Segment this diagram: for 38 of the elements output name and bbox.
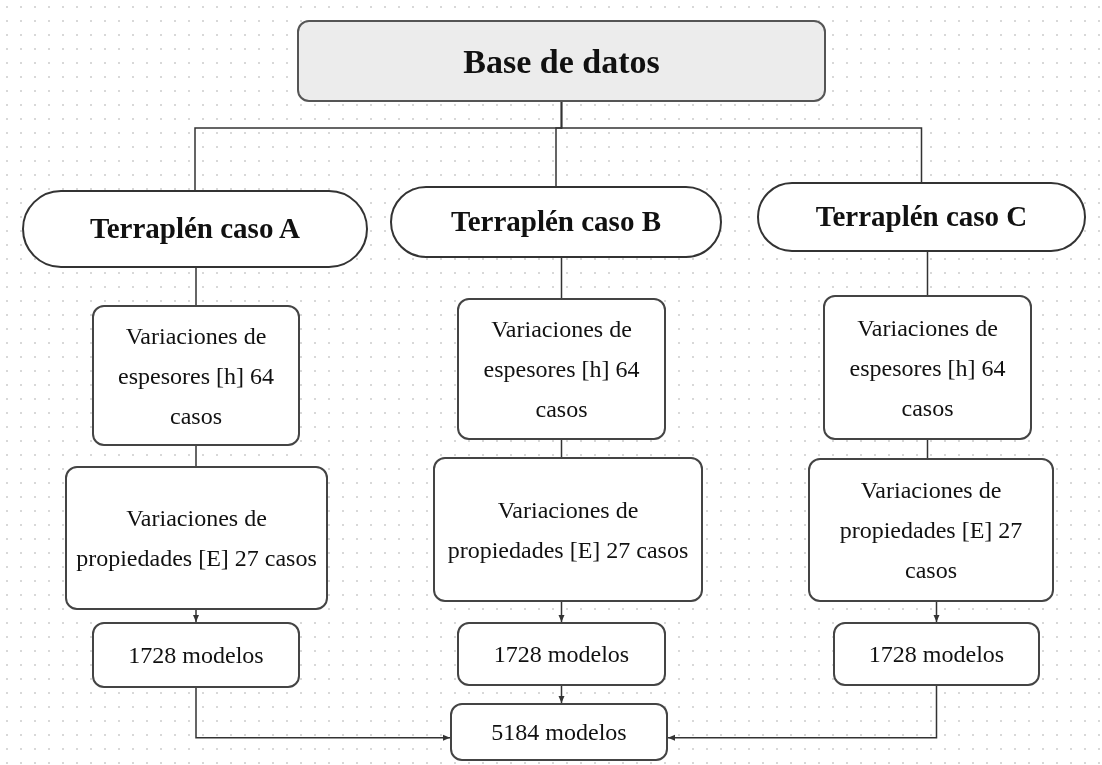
case-pill: [757, 182, 1086, 252]
node-text: Terraplén caso A: [90, 211, 300, 247]
process-box: [833, 622, 1040, 686]
node-text: Variaciones de propiedades [E] 27 casos: [838, 476, 1024, 585]
arrow: [558, 685, 565, 704]
node-text: Variaciones de espesores [h] 64 casos: [848, 313, 1007, 423]
case-pill: [390, 186, 722, 258]
process-box: [65, 466, 328, 610]
process-box: [433, 457, 703, 602]
node-text: Variaciones de espesores [h] 64 casos: [117, 321, 275, 431]
process-box: [823, 295, 1032, 440]
process-box: [457, 622, 666, 686]
arrow: [933, 601, 940, 623]
process-box: [808, 458, 1054, 602]
connector-line: [195, 267, 197, 306]
process-box: [450, 703, 668, 761]
connector-line: [560, 257, 563, 299]
process-box: [457, 298, 666, 440]
node-text: 1728 modelos: [128, 641, 264, 670]
arrow: [667, 685, 938, 741]
connector-line: [195, 445, 197, 467]
connector-line: [926, 251, 929, 296]
node-text: Base de datos: [463, 41, 660, 82]
node-text: Terraplén caso C: [815, 199, 1028, 235]
node-text: 1728 modelos: [493, 640, 630, 669]
connector-line: [560, 101, 923, 183]
node-text: 1728 modelos: [868, 640, 1005, 669]
node-text: Variaciones de espesores [h] 64 casos: [482, 315, 641, 424]
process-box: [92, 305, 300, 446]
process-box: [92, 622, 300, 688]
node-text: Variaciones de propiedades [E] 27 casos: [75, 504, 318, 573]
arrow: [193, 609, 199, 623]
arrow: [558, 601, 565, 623]
node-text: Terraplén caso B: [451, 204, 661, 240]
title-box: [297, 20, 826, 102]
node-text: Variaciones de propiedades [E] 27 casos: [446, 495, 690, 565]
node-text: 5184 modelos: [491, 718, 627, 747]
arrow: [195, 687, 451, 741]
